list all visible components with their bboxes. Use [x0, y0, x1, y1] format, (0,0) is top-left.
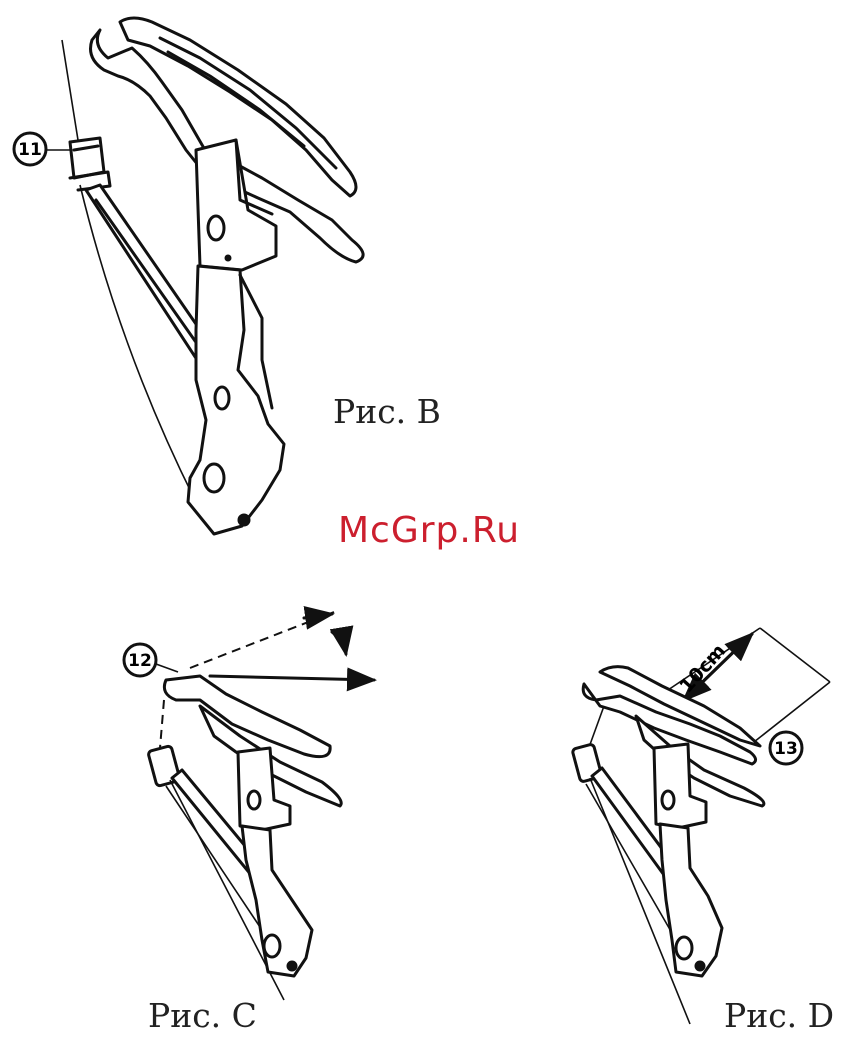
figure-b-caption: Рис. B — [333, 392, 441, 431]
watermark-text: McGrp.Ru — [338, 510, 520, 551]
figure-c-original-position-line — [190, 612, 334, 668]
figure-b-cable-top — [62, 40, 78, 140]
figure-d-callout: 13 — [770, 732, 802, 764]
figure-d-dimension-extension-right — [760, 628, 830, 682]
figure-c-new-position-arrow — [210, 676, 374, 680]
figure-d-caption: Рис. D — [724, 996, 834, 1035]
figure-b-callout: 11 — [14, 133, 70, 165]
figure-c-rotation-arrow — [332, 632, 346, 654]
figure-c-caption: Рис. C — [148, 996, 257, 1035]
figure-b-drawing — [62, 18, 363, 534]
figure-c-drawing — [148, 612, 374, 1000]
figure-b-callout-number: 11 — [18, 140, 42, 160]
figure-c-dashed-arrow — [304, 614, 332, 618]
figure-c-bracket — [238, 748, 290, 830]
figure-c-callout-number: 12 — [128, 651, 152, 671]
figure-b-bracket — [196, 140, 276, 270]
figure-b-adjuster-clip — [70, 138, 110, 190]
figure-d-dimension-label: 10cm — [675, 640, 730, 697]
figure-b-cable-lower — [80, 185, 195, 500]
figure-d-bracket — [654, 744, 706, 828]
figure-d-callout-number: 13 — [774, 739, 798, 759]
figure-c-dashed-link — [160, 700, 164, 748]
figure-d-drawing — [572, 628, 830, 1024]
figure-c-callout: 12 — [124, 644, 178, 676]
figure-b-lower-lever — [188, 266, 284, 534]
